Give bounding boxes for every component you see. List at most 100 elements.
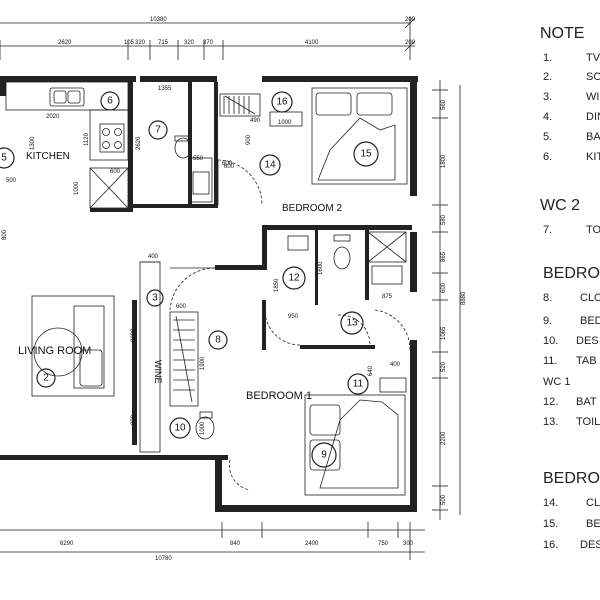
dim-bed2-b: 1000 [278,120,292,126]
dim-wc1-d: 875 [382,294,393,300]
marker-11: 11 [353,379,364,390]
marker-5: 5 [1,153,7,164]
dim-bottom-overall: 10780 [155,556,172,562]
marker-8: 8 [215,335,221,346]
dim-wc1-a: 1600 [318,261,324,275]
dim-top-seg-8: 200 [405,40,416,46]
dim-right-1: 560 [441,99,447,110]
dim-kitchen-width: 500 [6,178,17,184]
dim-kitchen-left-a: 1300 [30,136,36,150]
room-label-bedroom1: BEDROOM 1 [246,390,312,402]
dim-closet-height: 1900 [200,356,206,370]
top-dimensions: 10380 200 2620 105 320 715 320 370 4100 … [0,17,416,60]
note-1-num: 1. [543,52,552,64]
note-12-text: BAT [576,396,597,408]
dim-top-seg-3: 320 [135,40,146,46]
dim-top-overall: 10380 [150,17,167,23]
dim-right-8: 2200 [441,431,447,445]
notes-panel: NOTE 1. TV 2. SO 3. WI 4. DIN 5. BA 6. K… [540,25,600,551]
dim-right-7: 520 [441,361,447,372]
marker-14: 14 [264,160,276,171]
marker-10: 10 [174,423,186,434]
note-10-text: DES [576,335,599,347]
dim-top-seg-4: 715 [158,40,169,46]
room-label-wine: WINE [153,360,163,384]
dim-bottom-2: 840 [230,541,241,547]
note-1-text: TV [586,52,600,64]
note-15-text: BE [586,518,600,530]
dim-bed2-a: 490 [250,118,261,124]
note-5-text: BA [586,131,600,143]
note-15-num: 15. [543,518,558,530]
dim-wc2-a: 2620 [136,136,142,150]
wc1: 1600 1850 950 875 [264,231,407,346]
room-label-living: LIVING ROOM [18,345,91,357]
bedroom2: 490 1000 600 800 BEDROOM 2 [2,87,408,240]
dim-kitchen-left-b: 1120 [84,132,90,146]
note-8-num: 8. [543,292,552,304]
dim-wc2-top: 1355 [158,86,172,92]
dim-wine-c: 600 [176,304,187,310]
note-4-text: DIN [586,111,600,123]
dim-right-5: 600 [441,282,447,293]
dim-top-seg-1: 2620 [58,40,72,46]
kitchen: 2020 1300 1120 500 1000 600 KITCHEN [5,81,129,209]
notes-title: NOTE [540,25,584,42]
dim-wc1-b: 1850 [274,278,280,292]
dim-kitchen-counter: 600 [110,169,121,175]
dim-top-seg-2: 105 [124,40,135,46]
marker-9: 9 [321,450,327,461]
dim-right-4: 865 [441,251,447,262]
note-3-num: 3. [543,91,552,103]
note-9-num: 9. [543,315,552,327]
wc2: 1355 2620 600 550 900 [136,86,263,206]
note-9-text: BED [580,315,600,327]
note-3-text: WI [586,91,599,103]
note-16-text: DES [580,539,600,551]
dim-right-overall: 8880 [461,291,467,305]
marker-7: 7 [155,125,161,136]
note-12-num: 12. [543,396,558,408]
note-13-num: 13. [543,416,558,428]
note-5-num: 5. [543,131,552,143]
dim-bottom-1: 6290 [60,541,74,547]
note-2-num: 2. [543,71,552,83]
dim-bottom-5: 300 [403,541,414,547]
marker-13: 13 [346,318,358,329]
note-14-text: CL [586,497,600,509]
dim-wine-a: 400 [148,254,159,260]
dim-wc2-c: 550 [193,156,204,162]
dim-kitchen-top: 2020 [46,114,60,120]
note-14-num: 14. [543,497,558,509]
markers: 5 6 7 16 14 15 12 3 8 13 11 10 9 2 [0,91,379,468]
notes-wc2-title: WC 2 [540,197,580,214]
note-10-num: 10. [543,335,558,347]
marker-15: 15 [360,149,372,160]
note-8-text: CLO [580,292,600,304]
dim-right-3: 580 [441,214,447,225]
marker-6: 6 [107,96,113,107]
note-11-text: TAB [576,355,597,367]
dim-right-9: 500 [441,494,447,505]
dim-wc2-d: 900 [246,134,252,145]
room-label-bedroom2: BEDROOM 2 [282,203,342,214]
notes-bedroom2-title: BEDRO [543,470,600,487]
dim-bed2-left: 800 [2,229,8,240]
marker-3: 3 [152,293,158,304]
notes-wc1-title: WC 1 [543,376,571,388]
dim-living-wall: 800 [131,414,137,425]
dim-bottom-3: 2400 [305,541,319,547]
notes-bedroom1-title: BEDRO [543,265,600,282]
walls [0,76,418,512]
dim-bottom-4: 750 [378,541,389,547]
bedroom1: 1900 1000 400 640 BEDROOM 1 [169,309,411,496]
marker-12: 12 [288,273,300,284]
note-13-text: TOIL [576,416,600,428]
dim-top-right-small: 200 [405,17,416,23]
dim-top-seg-7: 4100 [305,40,319,46]
dim-right-2: 1800 [441,154,447,168]
note-6-text: KIT [586,151,600,163]
note-6-num: 6. [543,151,552,163]
dim-wine-b: 3000 [131,328,137,342]
